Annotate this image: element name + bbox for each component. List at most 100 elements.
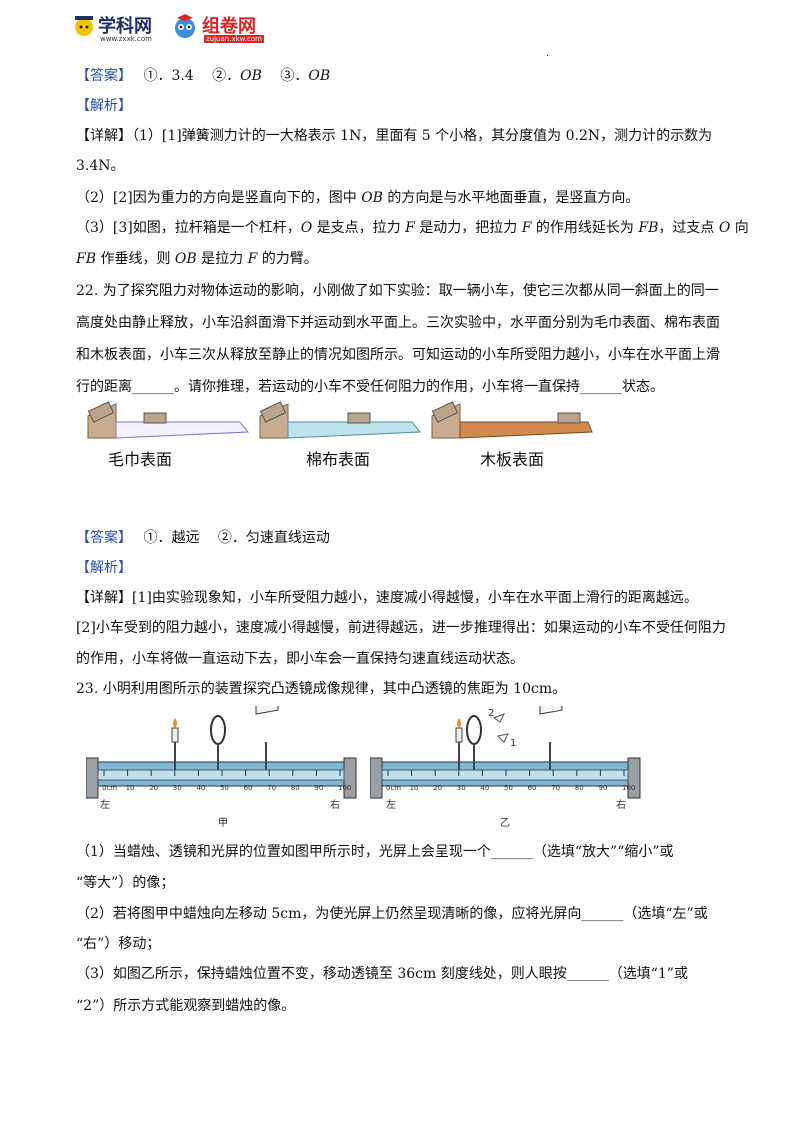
- text-segment: F: [521, 220, 532, 236]
- ruler-tick-label: 50: [220, 784, 229, 792]
- ruler-tick-label: 90: [314, 784, 323, 792]
- eye-mark-1: 1: [510, 738, 517, 749]
- text-line-d22a: 【详解】[1]由实验现象知，小车所受阻力越小，速度减小得越慢，小车在水平面上滑行…: [76, 588, 698, 608]
- text-segment: 3.4N。: [76, 158, 125, 174]
- eye-2-icon: [492, 713, 506, 723]
- ruler-tick-label: 70: [267, 784, 276, 792]
- text-segment: 的作用，小车将做一直运动下去，即小车会一直保持匀速直线运动状态。: [76, 651, 524, 667]
- text-segment: 和木板表面，小车三次从释放至静止的情况如图所示。可知运动的小车所受阻力越小，小车…: [76, 347, 720, 363]
- ruler-tick-label: 90: [598, 784, 607, 792]
- ruler-tick-label: 100: [622, 784, 635, 792]
- text-line-ans22: 【答案】 ①．越远 ②．匀速直线运动: [76, 528, 330, 548]
- ruler-tick-label: 0cm: [386, 784, 401, 792]
- text-line-d21d: （3）[3]如图，拉杆箱是一个杠杆，O 是支点，拉力 F 是动力，把拉力 F 的…: [76, 218, 749, 238]
- text-line-d21b: 3.4N。: [76, 156, 125, 176]
- text-line-q22a: 22. 为了探究阻力对物体运动的影响，小刚做了如下实验：取一辆小车，使它三次都从…: [76, 281, 719, 301]
- text-segment: FB: [638, 220, 659, 236]
- figure-22-ramps: [87, 401, 593, 439]
- text-segment: ③．: [261, 68, 309, 84]
- text-segment: 【答案】: [76, 530, 125, 546]
- text-segment: （2）[2]因为重力的方向是竖直向下的，图中: [76, 190, 362, 206]
- text-segment: “等大”）的像；: [76, 875, 175, 891]
- ruler-tick-label: 70: [551, 784, 560, 792]
- text-segment: 23. 小明利用图所示的装置探究凸透镜成像规律，其中凸透镜的焦距为 10cm。: [76, 681, 567, 697]
- ruler-tick-label: 30: [173, 784, 182, 792]
- text-line-q23b: “等大”）的像；: [76, 873, 174, 893]
- text-segment: （1）当蜡烛、透镜和光屏的位置如图甲所示时，光屏上会呈现一个______（选填“…: [76, 844, 674, 860]
- ruler-tick-label: 40: [196, 784, 205, 792]
- text-segment: OB: [174, 251, 197, 267]
- text-segment: 的力臂。: [257, 251, 318, 267]
- text-line-q23: 23. 小明利用图所示的装置探究凸透镜成像规律，其中凸透镜的焦距为 10cm。: [76, 679, 566, 699]
- eye-1-icon: [496, 733, 509, 743]
- text-line-q22d: 行的距离______。请你推理，若运动的小车不受任何阻力的作用，小车将一直保持_…: [76, 377, 664, 397]
- text-segment: 【详解】（1）[1]弹簧测力计的一大格表示 1N，里面有 5 个小格，其分度值为…: [76, 128, 713, 144]
- text-line-d22b: [2]小车受到的阻力越小，速度减小得越慢，前进得越远，进一步推理得出：如果运动的…: [76, 618, 726, 638]
- text-segment: 【解析】: [76, 560, 132, 576]
- text-segment: 【解析】: [76, 98, 132, 114]
- zujuan-logo: 组卷网 zujuan.xkw.com: [172, 10, 272, 44]
- text-line-q22b: 高度处由静止释放，小车沿斜面滑下并运动到水平面上。三次实验中，水平面分别为毛巾表…: [76, 313, 720, 333]
- text-segment: 行的距离______。请你推理，若运动的小车不受任何阻力的作用，小车将一直保持_…: [76, 379, 664, 395]
- caption-wood: 木板表面: [480, 450, 545, 469]
- caption-cotton: 棉布表面: [306, 450, 371, 469]
- ruler-tick-label: 60: [528, 784, 537, 792]
- text-segment: 是拉力: [196, 251, 248, 267]
- text-line-d21a: 【详解】（1）[1]弹簧测力计的一大格表示 1N，里面有 5 个小格，其分度值为…: [76, 126, 712, 146]
- ruler-tick-label: 30: [457, 784, 466, 792]
- label-right-yi: 右: [616, 800, 626, 811]
- mascot2-icon: [175, 14, 195, 38]
- text-segment: （3）如图乙所示，保持蜡烛位置不变，移动透镜至 36cm 刻度线处，则人眼按__…: [76, 966, 688, 982]
- ruler-tick-label: 50: [504, 784, 513, 792]
- text-segment: 【答案】: [76, 68, 125, 84]
- text-line-q23d: “右”）移动；: [76, 934, 160, 954]
- text-line-jx21: 【解析】: [76, 96, 132, 116]
- text-segment: （2）若将图甲中蜡烛向左移动 5cm，为使光屏上仍然呈现清晰的像，应将光屏向__…: [76, 906, 708, 922]
- text-segment: “右”）移动；: [76, 936, 161, 952]
- ruler-tick-label: 20: [433, 784, 442, 792]
- label-left-jia: 左: [100, 800, 110, 811]
- ramp-wood: [431, 401, 593, 439]
- ruler-tick-label: 10: [126, 784, 135, 792]
- label-right-jia: 右: [330, 800, 340, 811]
- text-line-q23e: （3）如图乙所示，保持蜡烛位置不变，移动透镜至 36cm 刻度线处，则人眼按__…: [76, 964, 688, 984]
- text-segment: 的作用线延长为: [531, 220, 639, 236]
- logo2-text: 组卷网: [202, 16, 256, 37]
- text-segment: OB: [361, 190, 383, 206]
- ramp-cotton: [259, 401, 422, 439]
- text-line-d22c: 的作用，小车将做一直运动下去，即小车会一直保持匀速直线运动状态。: [76, 649, 524, 669]
- ruler-tick-label: 20: [149, 784, 158, 792]
- text-segment: ，过支点: [658, 220, 719, 236]
- text-segment: FB: [76, 251, 97, 267]
- text-segment: 22. 为了探究阻力对物体运动的影响，小刚做了如下实验：取一辆小车，使它三次都从…: [76, 283, 719, 299]
- mascot-icon: [75, 16, 93, 36]
- text-line-d21e: FB 作垂线，则 OB 是拉力 F 的力臂。: [76, 249, 318, 269]
- text-segment: 高度处由静止释放，小车沿斜面滑下并运动到水平面上。三次实验中，水平面分别为毛巾表…: [76, 315, 720, 331]
- text-line-q23a: （1）当蜡烛、透镜和光屏的位置如图甲所示时，光屏上会呈现一个______（选填“…: [76, 842, 674, 862]
- text-line-jx22: 【解析】: [76, 558, 132, 578]
- ruler-tick-label: 10: [410, 784, 419, 792]
- zxxk-logo: 学科网 www.zxxk.com: [72, 10, 168, 44]
- text-line-d21c: （2）[2]因为重力的方向是竖直向下的，图中 OB 的方向是与水平地面垂直，是竖…: [76, 188, 639, 208]
- text-segment: ①．3.4 ②．: [125, 68, 241, 84]
- ruler-tick-label: 0cm: [102, 784, 117, 792]
- ruler-tick-label: 80: [575, 784, 584, 792]
- logo2-sub: zujuan.xkw.com: [204, 35, 264, 43]
- text-segment: [2]小车受到的阻力越小，速度减小得越慢，前进得越远，进一步推理得出：如果运动的…: [76, 620, 726, 636]
- stray-dot: .: [546, 48, 550, 59]
- text-segment: 的方向是与水平地面垂直，是竖直方向。: [382, 190, 640, 206]
- text-segment: 作垂线，则: [96, 251, 175, 267]
- text-segment: 【详解】[1]由实验现象知，小车所受阻力越小，速度减小得越慢，小车在水平面上滑行…: [76, 590, 698, 606]
- text-segment: OB: [240, 68, 262, 84]
- caption-jia: 甲: [218, 818, 228, 829]
- text-segment: F: [405, 220, 415, 236]
- text-segment: O: [300, 220, 313, 236]
- logo1-sub: www.zxxk.com: [100, 35, 152, 43]
- ruler-tick-label: 80: [291, 784, 300, 792]
- text-line-ans21: 【答案】 ①．3.4 ②．OB ③．OB: [76, 66, 330, 86]
- text-segment: OB: [308, 68, 331, 84]
- text-segment: ①．越远 ②．匀速直线运动: [125, 530, 330, 546]
- text-line-q23c: （2）若将图甲中蜡烛向左移动 5cm，为使光屏上仍然呈现清晰的像，应将光屏向__…: [76, 904, 708, 924]
- text-segment: “2”）所示方式能观察到蜡烛的像。: [76, 998, 296, 1014]
